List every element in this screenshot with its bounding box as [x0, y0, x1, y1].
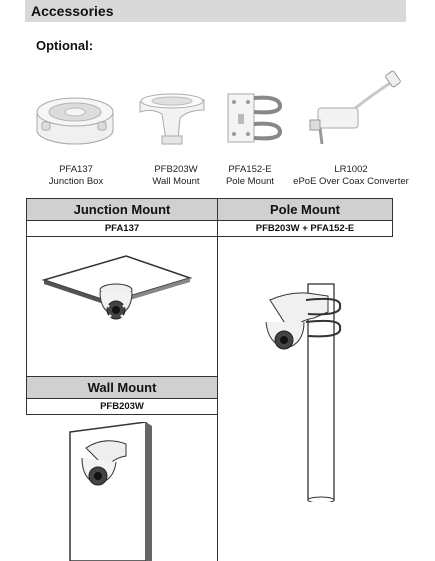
section-header-bar — [25, 0, 406, 22]
accessory-name-3: Pole Mount — [225, 176, 275, 187]
accessory-junction-box — [30, 72, 120, 157]
accessory-pole-mount — [222, 88, 286, 150]
accessory-label-4: LR1002 ePoE Over Coax Converter — [292, 164, 410, 188]
optional-label: Optional: — [36, 38, 94, 53]
wall-mount-part: PFB203W — [26, 398, 218, 415]
accessory-coax-converter — [300, 68, 408, 154]
accessory-name-1: Junction Box — [48, 176, 104, 187]
junction-mount-part: PFA137 — [26, 220, 218, 237]
accessory-label-2: PFB203W Wall Mount — [140, 164, 212, 188]
accessory-name-4: ePoE Over Coax Converter — [293, 176, 409, 187]
accessory-model-3: PFA152-E — [228, 164, 272, 175]
section-title: Accessories — [31, 3, 114, 19]
accessory-wall-mount — [132, 88, 212, 148]
accessory-label-1: PFA137 Junction Box — [38, 164, 114, 188]
pole-mount-illustration — [265, 283, 342, 502]
accessory-model-4: LR1002 — [334, 164, 368, 175]
accessory-name-2: Wall Mount — [152, 176, 200, 187]
pole-mount-title: Pole Mount — [217, 198, 393, 221]
junction-box-icon — [36, 97, 114, 145]
accessory-model-2: PFB203W — [154, 164, 198, 175]
junction-mount-title: Junction Mount — [26, 198, 218, 221]
wall-mount-icon — [139, 93, 205, 145]
wall-mount-illustration — [69, 422, 152, 561]
coax-converter-icon — [309, 70, 401, 145]
accessory-label-3: PFA152-E Pole Mount — [220, 164, 280, 188]
grid-left-border — [26, 236, 27, 376]
accessory-model-1: PFA137 — [59, 164, 93, 175]
wall-mount-title: Wall Mount — [26, 376, 218, 399]
junction-mount-illustration — [41, 255, 193, 320]
pole-mount-icon — [227, 93, 283, 143]
pole-mount-part: PFB203W + PFA152-E — [217, 220, 393, 237]
